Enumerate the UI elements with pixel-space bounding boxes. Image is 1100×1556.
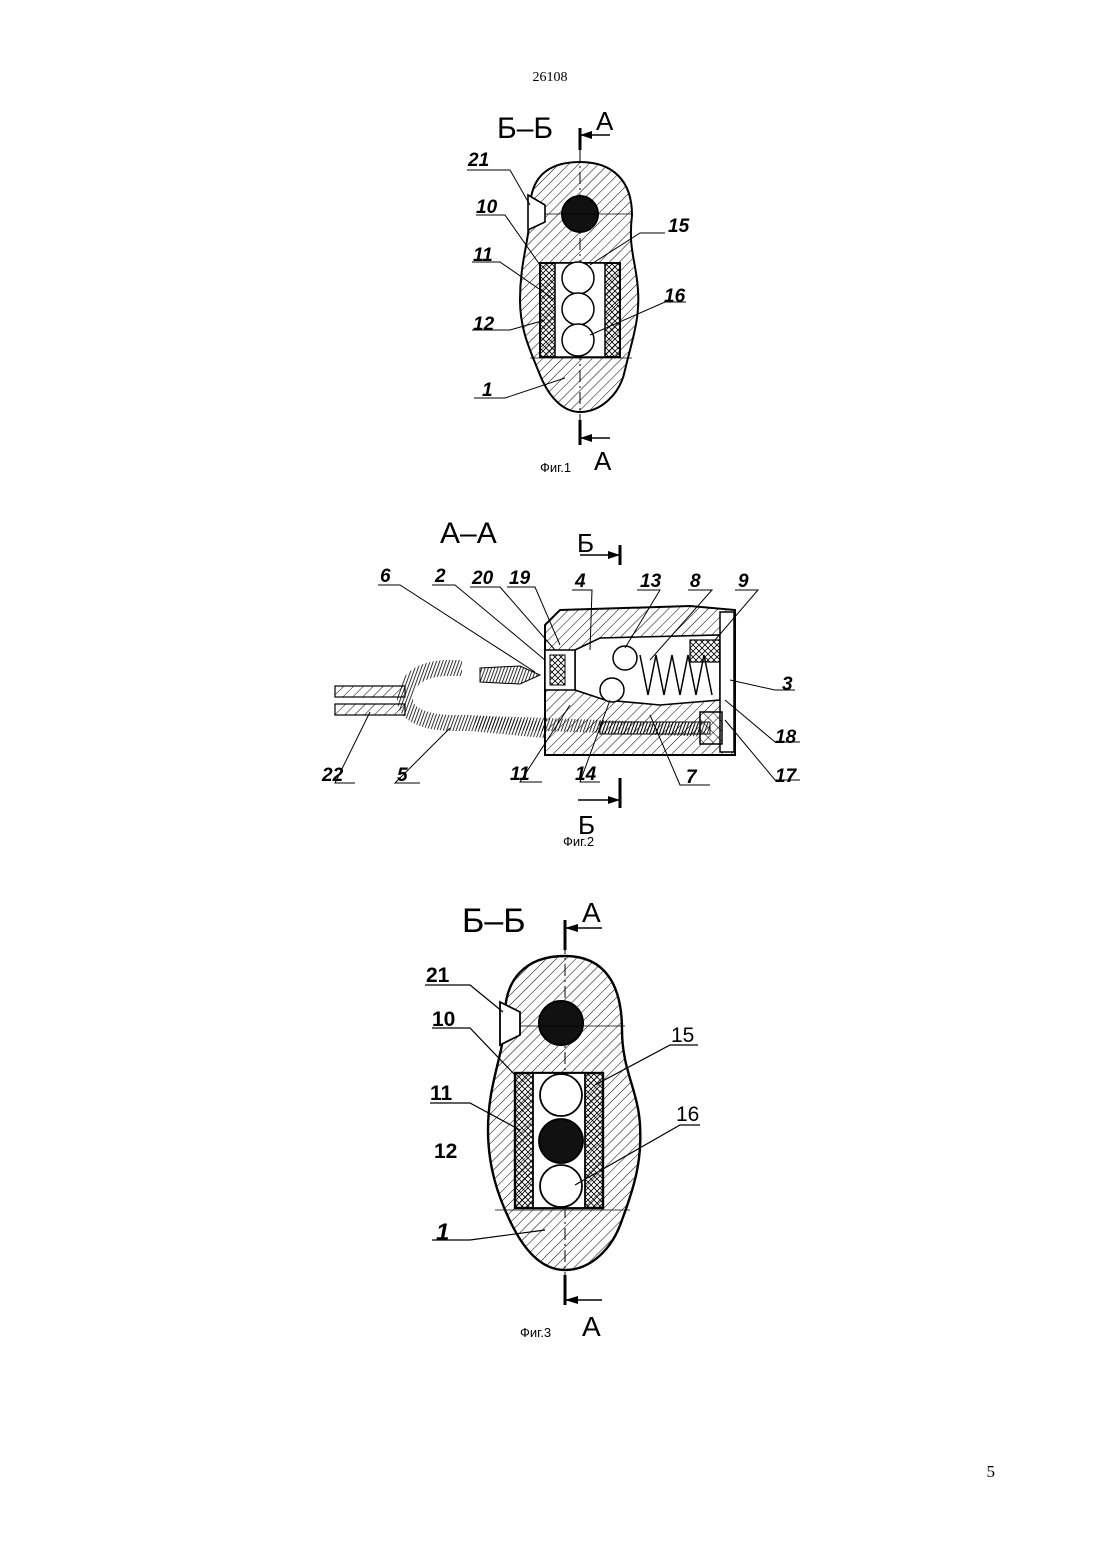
figure-2: А–А Б Б: [321, 517, 800, 849]
figure-2-section-title: А–А: [440, 517, 497, 550]
figure-2-label: 17: [775, 766, 798, 787]
figure-1-ball-bottom: [562, 324, 594, 356]
figure-3-cut-mark-top: А: [582, 897, 601, 928]
figure-1-caption: Фиг.1: [540, 460, 571, 475]
figure-2-cut-mark-top: Б: [577, 528, 594, 558]
figure-1: Б–Б А А 21: [467, 106, 690, 476]
figure-3-cut-mark-bottom: А: [582, 1311, 601, 1342]
figure-1-label: 12: [473, 314, 495, 335]
figure-2-label: 22: [321, 765, 344, 786]
figure-2-bolt: [600, 722, 710, 734]
figure-2-ball-top: [613, 646, 637, 670]
figure-3-label: 1: [436, 1219, 449, 1246]
figure-3-label: 10: [432, 1008, 455, 1031]
figure-2-label: 20: [471, 568, 494, 589]
figure-1-ball-top: [562, 262, 594, 294]
figure-3: Б–Б А А 21 10 15 11 16 12: [425, 897, 700, 1342]
figure-1-label: 1: [482, 380, 493, 401]
figure-1-label: 21: [467, 150, 489, 171]
figure-2-label: 13: [640, 571, 662, 592]
figure-3-label: 11: [430, 1082, 453, 1105]
figure-1-section-title: Б–Б: [497, 112, 553, 145]
figure-2-label: 8: [690, 571, 701, 592]
figure-2-shackle-tip: [480, 666, 540, 684]
page-number: 5: [987, 1462, 996, 1482]
figure-2-label: 19: [509, 568, 531, 589]
figure-3-ball-bottom: [540, 1165, 582, 1207]
figure-1-ball-middle: [562, 293, 594, 325]
figure-1-label: 16: [664, 286, 686, 307]
figure-1-cut-mark-bottom: А: [594, 446, 612, 476]
figure-1-label: 10: [476, 197, 498, 218]
figure-2-label: 9: [738, 571, 749, 592]
figure-3-label: 12: [434, 1140, 457, 1163]
figure-2-label: 4: [574, 571, 586, 592]
figure-1-cut-mark-top: А: [596, 106, 614, 136]
figure-2-label: 3: [782, 674, 793, 695]
figure-2-nut: [690, 640, 720, 662]
figure-3-label: 16: [676, 1103, 699, 1126]
figure-3-label: 15: [671, 1024, 694, 1047]
figure-2-label: 7: [686, 767, 698, 788]
figure-3-caption: Фиг.3: [520, 1325, 551, 1340]
figure-1-label: 15: [668, 216, 690, 237]
figure-3-ball-middle: [539, 1119, 583, 1163]
figure-2-label: 2: [434, 566, 446, 587]
figure-1-label: 11: [473, 245, 493, 266]
figure-2-label: 18: [775, 727, 797, 748]
figure-2-ball-bottom: [600, 678, 624, 702]
figure-2-cable: [335, 686, 405, 697]
figure-3-ball-top: [540, 1074, 582, 1116]
figure-3-label: 21: [426, 964, 450, 987]
figure-2-label: 6: [380, 566, 391, 587]
figure-3-section-title: Б–Б: [462, 902, 526, 940]
figure-2-label: 5: [397, 765, 408, 786]
figure-2-label: 11: [510, 764, 530, 785]
figure-2-caption: Фиг.2: [563, 834, 594, 849]
figure-2-label: 14: [575, 764, 597, 785]
figure-3-pin: [539, 1001, 583, 1045]
